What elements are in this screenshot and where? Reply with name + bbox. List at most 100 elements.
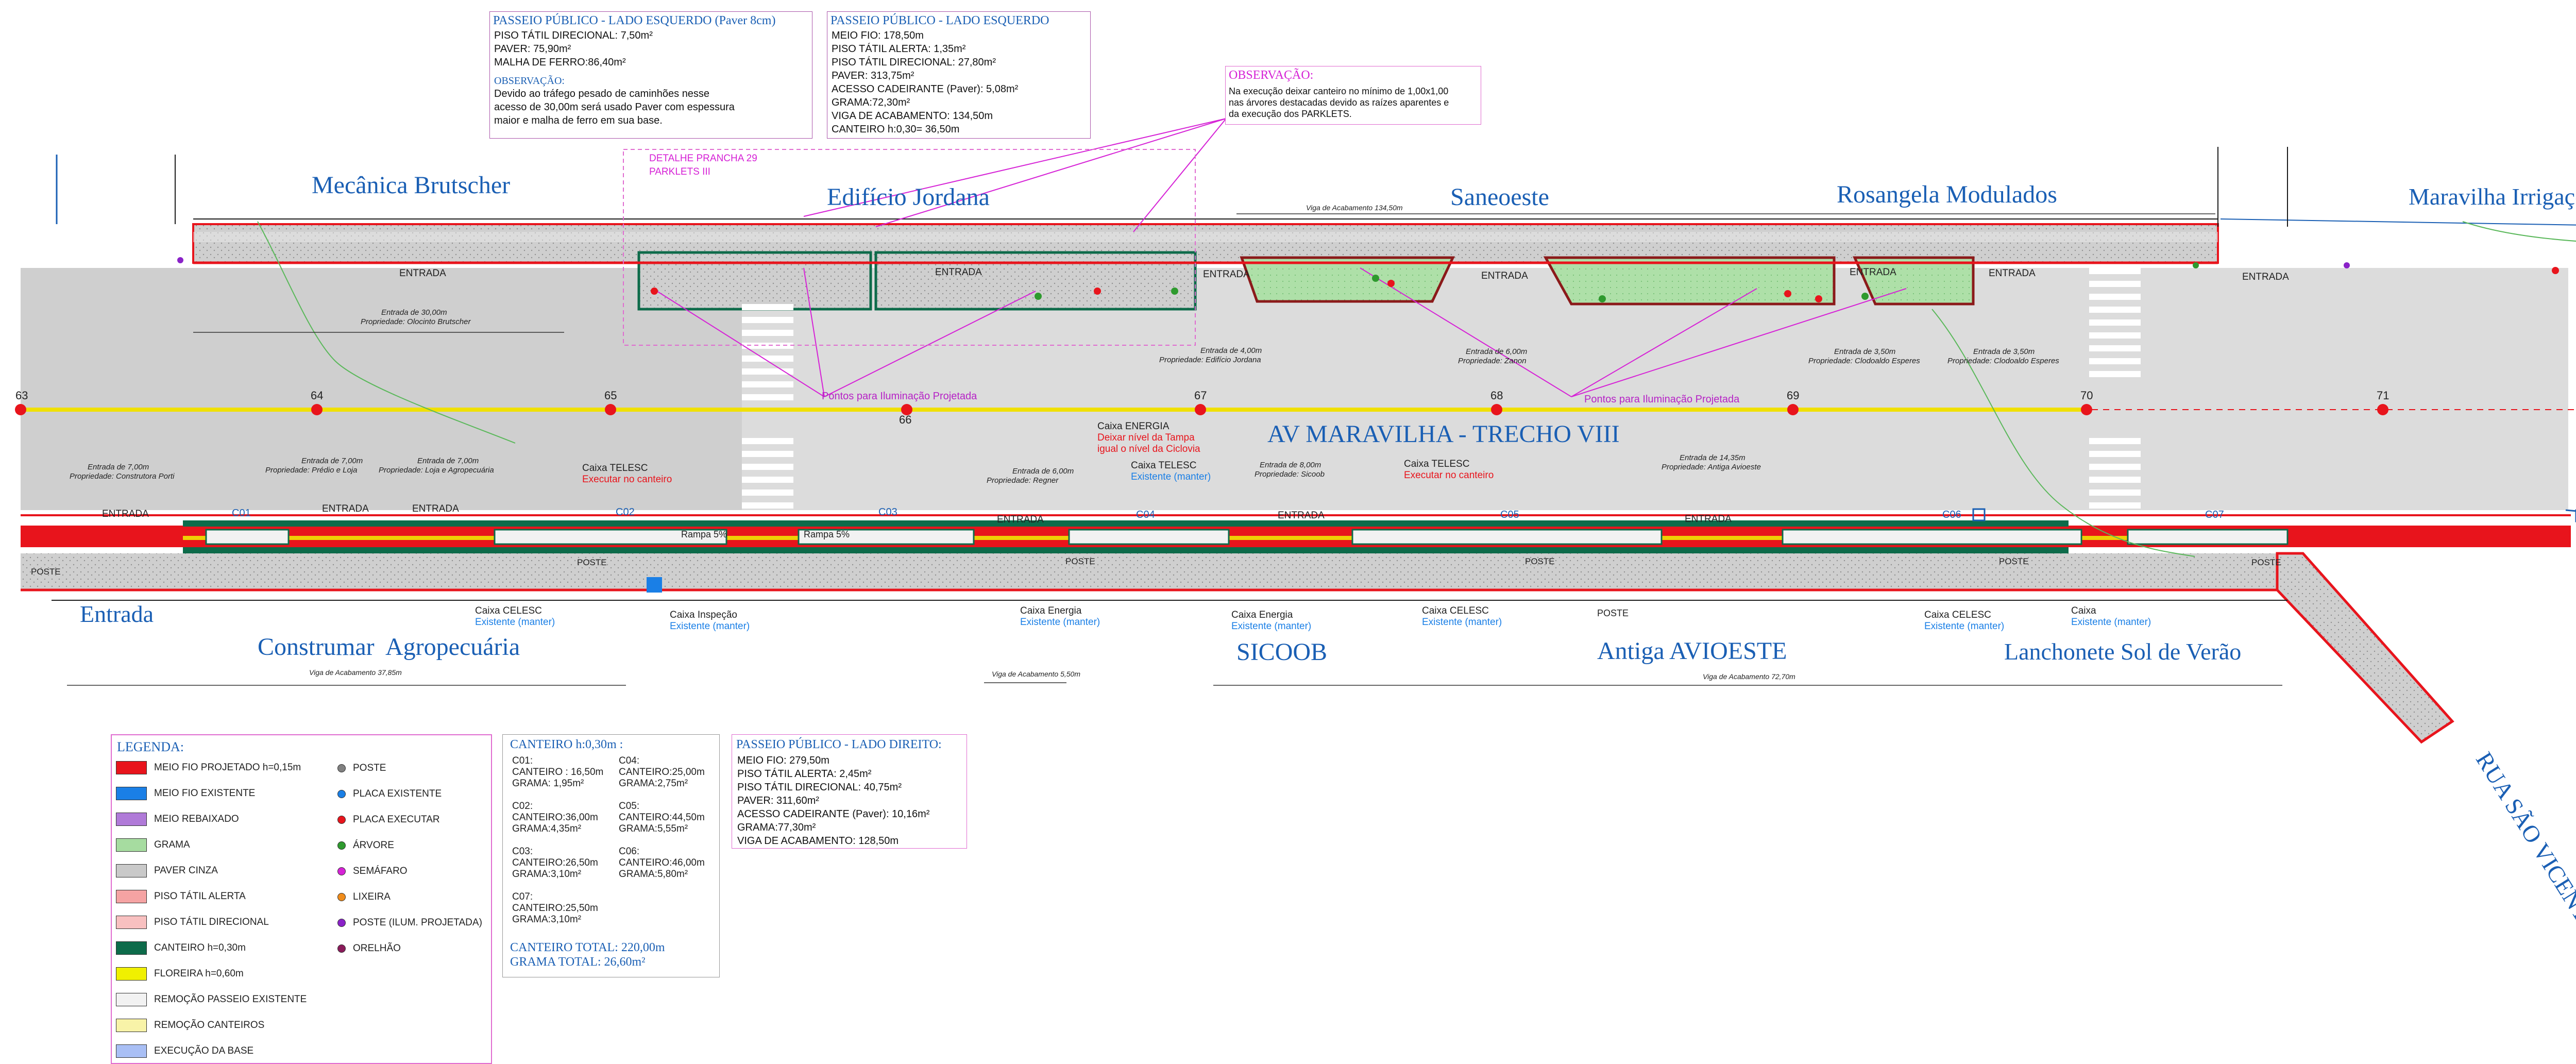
legend-item: FLOREIRA h=0,60m: [116, 967, 244, 981]
caixa-energia-note: Caixa ENERGIA Deixar nível da Tampa igua…: [1097, 421, 1200, 455]
note-line: PISO TÁTIL DIRECIONAL: 7,50m²: [494, 30, 653, 41]
canteiro-line: GRAMA: 1,95m²: [512, 778, 584, 789]
caixa-inspecao-note: Caixa Inspeção Existente (manter): [670, 610, 750, 632]
legend-swatch: [116, 890, 147, 903]
legend-symbol-icon: [337, 764, 346, 772]
contour-line: [257, 221, 516, 444]
entrance-note: Propriedade: Loja e Agropecuária: [379, 466, 494, 475]
station-label: 67: [1194, 389, 1207, 402]
viga-label: Viga de Acabamento 72,70m: [1703, 672, 1795, 681]
corner-sidewalk: [2276, 552, 2454, 744]
legend-label: PLACA EXISTENTE: [353, 788, 442, 799]
note-line: CANTEIRO h:0,30= 36,50m: [832, 124, 960, 135]
legend-symbol-icon: [337, 867, 346, 875]
canteiro-line: GRAMA:5,80m²: [619, 869, 688, 880]
caixa-status: Executar no canteiro: [582, 474, 672, 485]
canteiro-code: C07: [2205, 509, 2224, 520]
caixa-label: Caixa CELESC: [1924, 610, 1991, 620]
detail-reference: DETALHE PRANCHA 29 PARKLETS III: [649, 152, 757, 179]
legend-swatch: [116, 967, 147, 981]
legend-label: POSTE: [353, 763, 386, 773]
bottom-canteiro-strip: [183, 520, 2069, 527]
contour-line: [2462, 221, 2576, 242]
business-top: Rosangela Modulados: [1837, 181, 2057, 208]
legend-label: PISO TÁTIL ALERTA: [154, 891, 246, 902]
entrance-note: Propriedade: Edifício Jordana: [1159, 356, 1261, 364]
detail-line1: DETALHE PRANCHA 29: [649, 153, 757, 164]
legend-label: REMOÇÃO PASSEIO EXISTENTE: [154, 994, 307, 1005]
canteiro-code: C03: [878, 506, 897, 518]
canteiro-line: CANTEIRO:25,00m: [619, 767, 705, 778]
note-line: VIGA DE ACABAMENTO: 134,50m: [832, 110, 993, 122]
entrance-note: Entrada de 7,00m: [301, 457, 363, 465]
legend-item: MEIO FIO EXISTENTE: [116, 787, 255, 800]
station-label: 66: [899, 413, 912, 426]
boundary-maravilha: [2220, 218, 2576, 226]
legend-symbol: LIXEIRA: [337, 891, 391, 903]
caixa-label: Caixa Energia: [1231, 610, 1293, 620]
entrance-note: Propriedade: Zanon: [1458, 357, 1527, 365]
caixa-celesc-note: Caixa CELESC Existente (manter): [1422, 605, 1502, 628]
entrance-note: Entrada de 30,00m: [381, 308, 447, 317]
legend-item: GRAMA: [116, 838, 190, 852]
grass-bay: [1543, 256, 1836, 306]
dimension-lines: [67, 213, 2282, 686]
street-title: AV MARAVILHA - TRECHO VIII: [1267, 420, 1620, 448]
caixa-note: Caixa Existente (manter): [2071, 605, 2151, 628]
lighting-label: Pontos para Iluminação Projetada: [822, 391, 977, 402]
paver-strip: [205, 529, 290, 545]
legend-swatch: [116, 838, 147, 852]
paver-strip: [2127, 529, 2289, 545]
station-label: 65: [604, 389, 617, 402]
station-label: 63: [15, 389, 28, 402]
legend-symbol: ORELHÃO: [337, 943, 401, 954]
canteiro-line: GRAMA:2,75m²: [619, 778, 688, 789]
legend-swatch: [116, 1044, 147, 1058]
note-line: Devido ao tráfego pesado de caminhões ne…: [494, 88, 710, 99]
legend-symbol: PLACA EXECUTAR: [337, 814, 440, 825]
legend-item: CANTEIRO h=0,30m: [116, 941, 246, 955]
legend-symbol-icon: [337, 816, 346, 824]
caixa-label: Caixa TELESC: [1131, 460, 1197, 471]
canteiro-line: [619, 835, 705, 846]
entrance-note: Entrada de 6,00m: [1466, 347, 1528, 356]
caixa-status: Existente (manter): [1924, 621, 2005, 632]
legend-item: EXECUÇÃO DA BASE: [116, 1044, 253, 1058]
rampa-label: Rampa 5%: [681, 529, 727, 539]
legend-swatch: [116, 993, 147, 1006]
canteiro-box-title: CANTEIRO h:0,30m :: [510, 738, 623, 751]
bottom-sidewalk: [21, 553, 2293, 589]
canteiro-box: CANTEIRO h:0,30m : C01:CANTEIRO : 16,50m…: [502, 734, 720, 977]
legend-box: LEGENDA:: [111, 734, 492, 1064]
grass-bay: [1853, 256, 1975, 306]
canteiro-line: C05:: [619, 801, 640, 812]
entrance-note: Entrada de 4,00m: [1200, 346, 1262, 355]
note-title: OBSERVAÇÃO:: [1229, 69, 1314, 82]
entrance-note: Entrada de 7,00m: [88, 463, 149, 471]
business-top: Maravilha Irrigações: [2409, 183, 2576, 210]
caixa-label: Caixa CELESC: [475, 605, 542, 616]
canteiro-code: C02: [616, 506, 635, 518]
note-observacao: OBSERVAÇÃO: Na execução deixar canteiro …: [1225, 66, 1481, 125]
legend-item: PISO TÁTIL DIRECIONAL: [116, 916, 269, 929]
note-line: maior e malha de ferro em sua base.: [494, 115, 663, 126]
station-label: 71: [2377, 389, 2389, 402]
canteiro-line: CANTEIRO:44,50m: [619, 812, 705, 823]
poste-label: POSTE: [2251, 558, 2281, 567]
canteiro-code: C06: [1942, 509, 1961, 520]
canteiro-line: CANTEIRO:46,00m: [619, 857, 705, 868]
note-line: MALHA DE FERRO:86,40m²: [494, 57, 626, 68]
caixa-status: Existente (manter): [1231, 621, 1312, 632]
legend-symbol: SEMÁFARO: [337, 866, 408, 877]
legend-label: PAVER CINZA: [154, 865, 218, 876]
note-line: acesso de 30,00m será usado Paver com es…: [494, 102, 735, 113]
poste-label: POSTE: [1525, 556, 1555, 566]
canteiro-line: GRAMA:3,10m²: [512, 869, 582, 880]
grass-bay: [1240, 256, 1455, 303]
entrance-note: Entrada de 3,50m: [1834, 347, 1896, 356]
caixa-celesc-note: Caixa CELESC Existente (manter): [475, 605, 555, 628]
rampa-label: Rampa 5%: [804, 529, 850, 539]
station-label: 64: [311, 389, 324, 402]
entrance-note: Propriedade: Clodoaldo Esperes: [1947, 357, 2059, 365]
canteiro-line: GRAMA:5,55m²: [619, 823, 688, 834]
